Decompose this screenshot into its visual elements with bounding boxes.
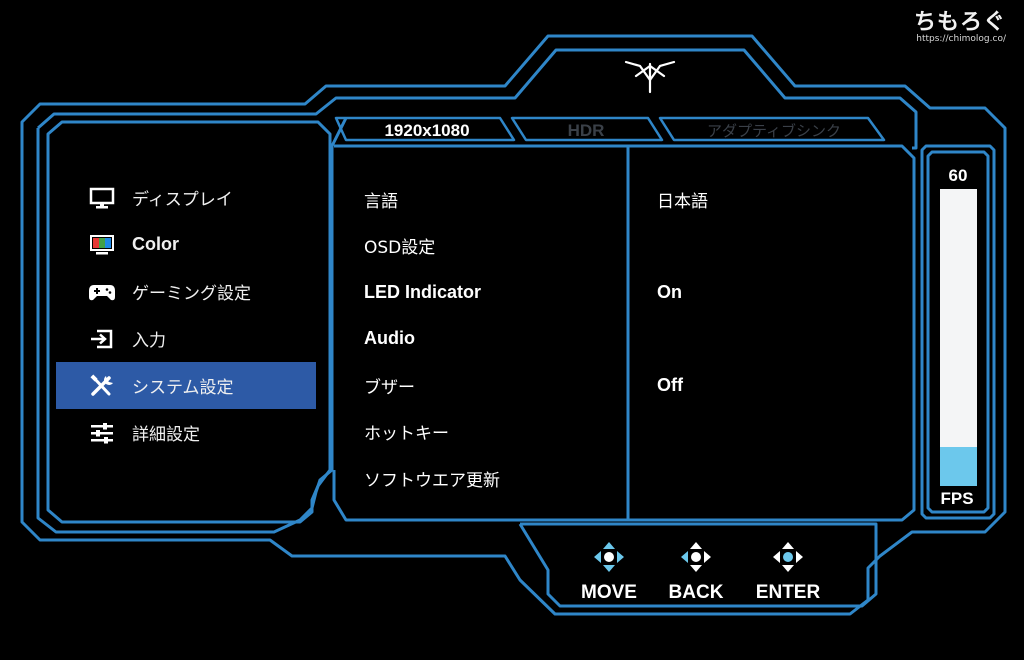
main-menu: ディスプレイ Color ゲーミング設定 入力 システム設定 詳細設定 (56, 174, 316, 456)
nav-enter-label: ENTER (755, 582, 821, 603)
fps-gauge-fill (940, 447, 977, 486)
watermark: ちもろぐ https://chimolog.co/ (914, 4, 1006, 44)
nav-move-label: MOVE (581, 582, 637, 603)
input-icon (88, 327, 116, 351)
menu-item-display[interactable]: ディスプレイ (56, 174, 316, 221)
nav-enter: ENTER (748, 540, 828, 604)
menu-item-advanced[interactable]: 詳細設定 (56, 409, 316, 456)
dpad-back-icon (681, 542, 711, 572)
watermark-url: https://chimolog.co/ (916, 34, 1006, 44)
nav-move: MOVE (569, 540, 649, 604)
menu-item-system-settings[interactable]: システム設定 (56, 362, 316, 409)
dpad-move-icon (594, 542, 624, 572)
fps-value: 60 (948, 166, 968, 185)
value-software-update (657, 455, 897, 502)
fps-unit-label: FPS (940, 489, 974, 508)
setting-osd[interactable]: OSD設定 (364, 238, 436, 259)
menu-label: ディスプレイ (132, 190, 233, 210)
setting-led-indicator[interactable]: LED Indicator (364, 281, 482, 302)
menu-label: 詳細設定 (132, 425, 200, 445)
sliders-icon (88, 421, 116, 445)
nav-back: BACK (656, 540, 736, 604)
tab-resolution[interactable]: 1920x1080 (384, 121, 470, 140)
watermark-brand: ちもろぐ (913, 10, 1006, 35)
setting-hotkey[interactable]: ホットキー (364, 424, 449, 445)
value-buzzer: Off (657, 374, 683, 395)
gamepad-icon (88, 280, 116, 304)
menu-label: Color (132, 234, 179, 254)
tab-adaptive-sync[interactable]: アダプティブシンク (706, 122, 842, 140)
menu-item-input[interactable]: 入力 (56, 315, 316, 362)
menu-label: 入力 (132, 331, 166, 351)
value-audio (657, 316, 897, 363)
tools-icon (88, 373, 116, 398)
settings-values: 日本語 On Off (657, 176, 897, 502)
nav-back-label: BACK (668, 582, 724, 603)
setting-buzzer[interactable]: ブザー (364, 377, 415, 398)
brand-emblem (624, 60, 676, 94)
menu-item-gaming[interactable]: ゲーミング設定 (56, 268, 316, 315)
dpad-enter-icon (773, 542, 803, 572)
settings-list: 言語 OSD設定 LED Indicator Audio ブザー ホットキー ソ… (364, 176, 614, 502)
menu-label: ゲーミング設定 (132, 284, 251, 304)
fps-gauge (940, 189, 977, 486)
tab-hdr[interactable]: HDR (567, 121, 605, 140)
setting-software-update[interactable]: ソフトウエア更新 (364, 470, 500, 491)
color-icon (88, 233, 116, 257)
menu-item-color[interactable]: Color (56, 221, 316, 268)
menu-label: システム設定 (132, 378, 234, 398)
value-led-indicator: On (657, 281, 682, 302)
setting-audio[interactable]: Audio (364, 328, 415, 349)
value-hotkey (657, 409, 897, 456)
setting-language[interactable]: 言語 (364, 191, 398, 212)
value-osd (657, 223, 897, 270)
value-language: 日本語 (657, 191, 708, 212)
monitor-icon (88, 186, 116, 210)
